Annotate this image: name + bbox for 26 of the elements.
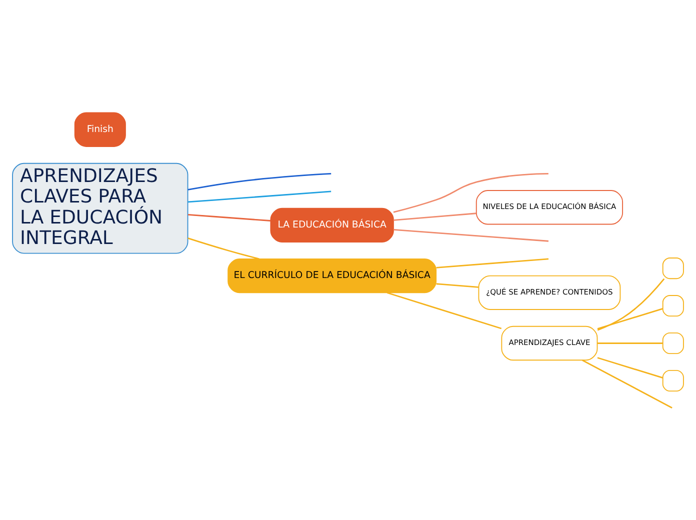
connector — [386, 292, 502, 329]
connector — [393, 172, 548, 212]
node-box: APRENDIZAJES CLAVE — [501, 325, 598, 360]
connector — [597, 356, 663, 378]
connector — [188, 172, 332, 190]
connector — [597, 278, 665, 330]
connector — [394, 212, 476, 220]
connector — [582, 359, 672, 408]
node-box: ¿QUÉ SE APRENDE? CONTENIDOS — [478, 274, 621, 310]
node-box — [662, 332, 684, 354]
connector — [188, 237, 260, 260]
node-box: NIVELES DE LA EDUCACIÓN BÁSICA — [476, 190, 624, 224]
connector — [436, 282, 478, 288]
node-box — [662, 257, 684, 279]
node-box — [662, 369, 684, 392]
node-box: EL CURRÍCULO DE LA EDUCACIÓN BÁSICA — [228, 258, 437, 293]
node-box: LA EDUCACIÓN BÁSICA — [270, 207, 394, 242]
connector — [436, 258, 549, 268]
connector — [394, 228, 549, 242]
node-box — [662, 294, 684, 316]
connector — [598, 342, 663, 344]
connector — [188, 190, 332, 202]
connector — [597, 308, 663, 329]
node-box: Finish — [74, 112, 126, 146]
node-box: APRENDIZAJES CLAVES PARA LA EDUCACIÓN INTEGRAL — [12, 162, 188, 254]
connector — [188, 214, 271, 221]
